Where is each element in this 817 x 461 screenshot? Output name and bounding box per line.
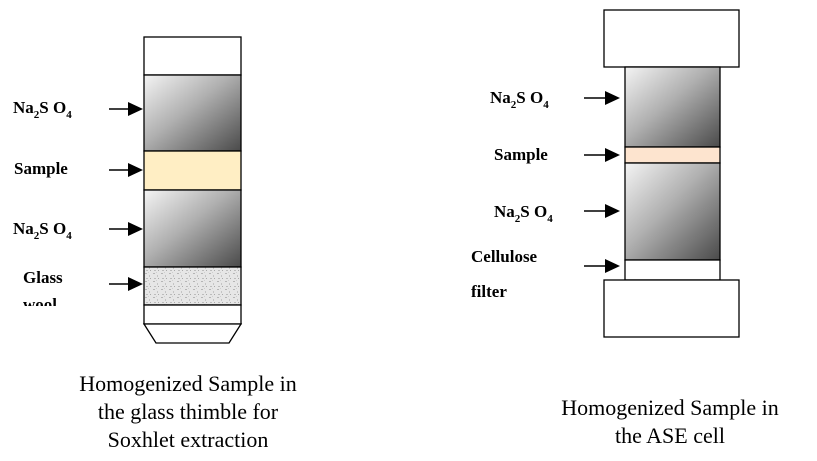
thimble-sample-layer: [143, 150, 242, 191]
arrow-sample-left: [109, 163, 143, 177]
caption-left-line3: Soxhlet extraction: [108, 427, 269, 452]
ase-sample-layer: [624, 146, 721, 164]
arrow-ase-sample: [584, 148, 620, 162]
label-ase-na2so4-bottom: Na2S O4: [494, 202, 553, 225]
ase-cell: [603, 9, 740, 338]
arrow-na2so4-bottom: [109, 222, 143, 236]
label-na2so4-top: Na2S O4: [13, 98, 72, 121]
label-sample-left: Sample: [14, 159, 68, 178]
arrow-glass-wool: [109, 277, 143, 291]
ase-bottom-cap: [603, 279, 740, 338]
caption-right-line1: Homogenized Sample in: [561, 395, 779, 420]
soxhlet-thimble: [142, 36, 243, 344]
arrow-na2so4-top: [109, 102, 143, 116]
ase-na2so4-top-layer: [624, 66, 721, 148]
thimble-na2so4-top-layer: [143, 74, 242, 152]
caption-left-line1: Homogenized Sample in: [79, 371, 297, 396]
label-cellulose-line2: filter: [471, 282, 507, 301]
ase-cellulose-filter-layer: [624, 259, 721, 281]
arrow-ase-na2so4-bottom: [584, 204, 620, 218]
arrow-ase-na2so4-top: [584, 91, 620, 105]
label-ase-na2so4-top: Na2S O4: [490, 88, 549, 111]
caption-left-line2: the glass thimble for: [98, 399, 279, 424]
thimble-tapered-tip: [142, 323, 243, 344]
label-na2so4-bottom: Na2S O4: [13, 219, 72, 242]
arrow-ase-cellulose: [584, 259, 620, 273]
label-cellulose-line1: Cellulose: [471, 247, 538, 266]
label-glass-line1: Glass: [23, 268, 63, 287]
thimble-top-empty: [143, 36, 242, 76]
caption-right-line2: the ASE cell: [615, 423, 725, 448]
thimble-na2so4-bottom-layer: [143, 189, 242, 268]
ase-top-cap: [603, 9, 740, 68]
thimble-glass-wool-layer: [143, 266, 242, 306]
ase-na2so4-bottom-layer: [624, 162, 721, 261]
label-ase-sample: Sample: [494, 145, 548, 164]
thimble-base-band: [143, 304, 242, 325]
